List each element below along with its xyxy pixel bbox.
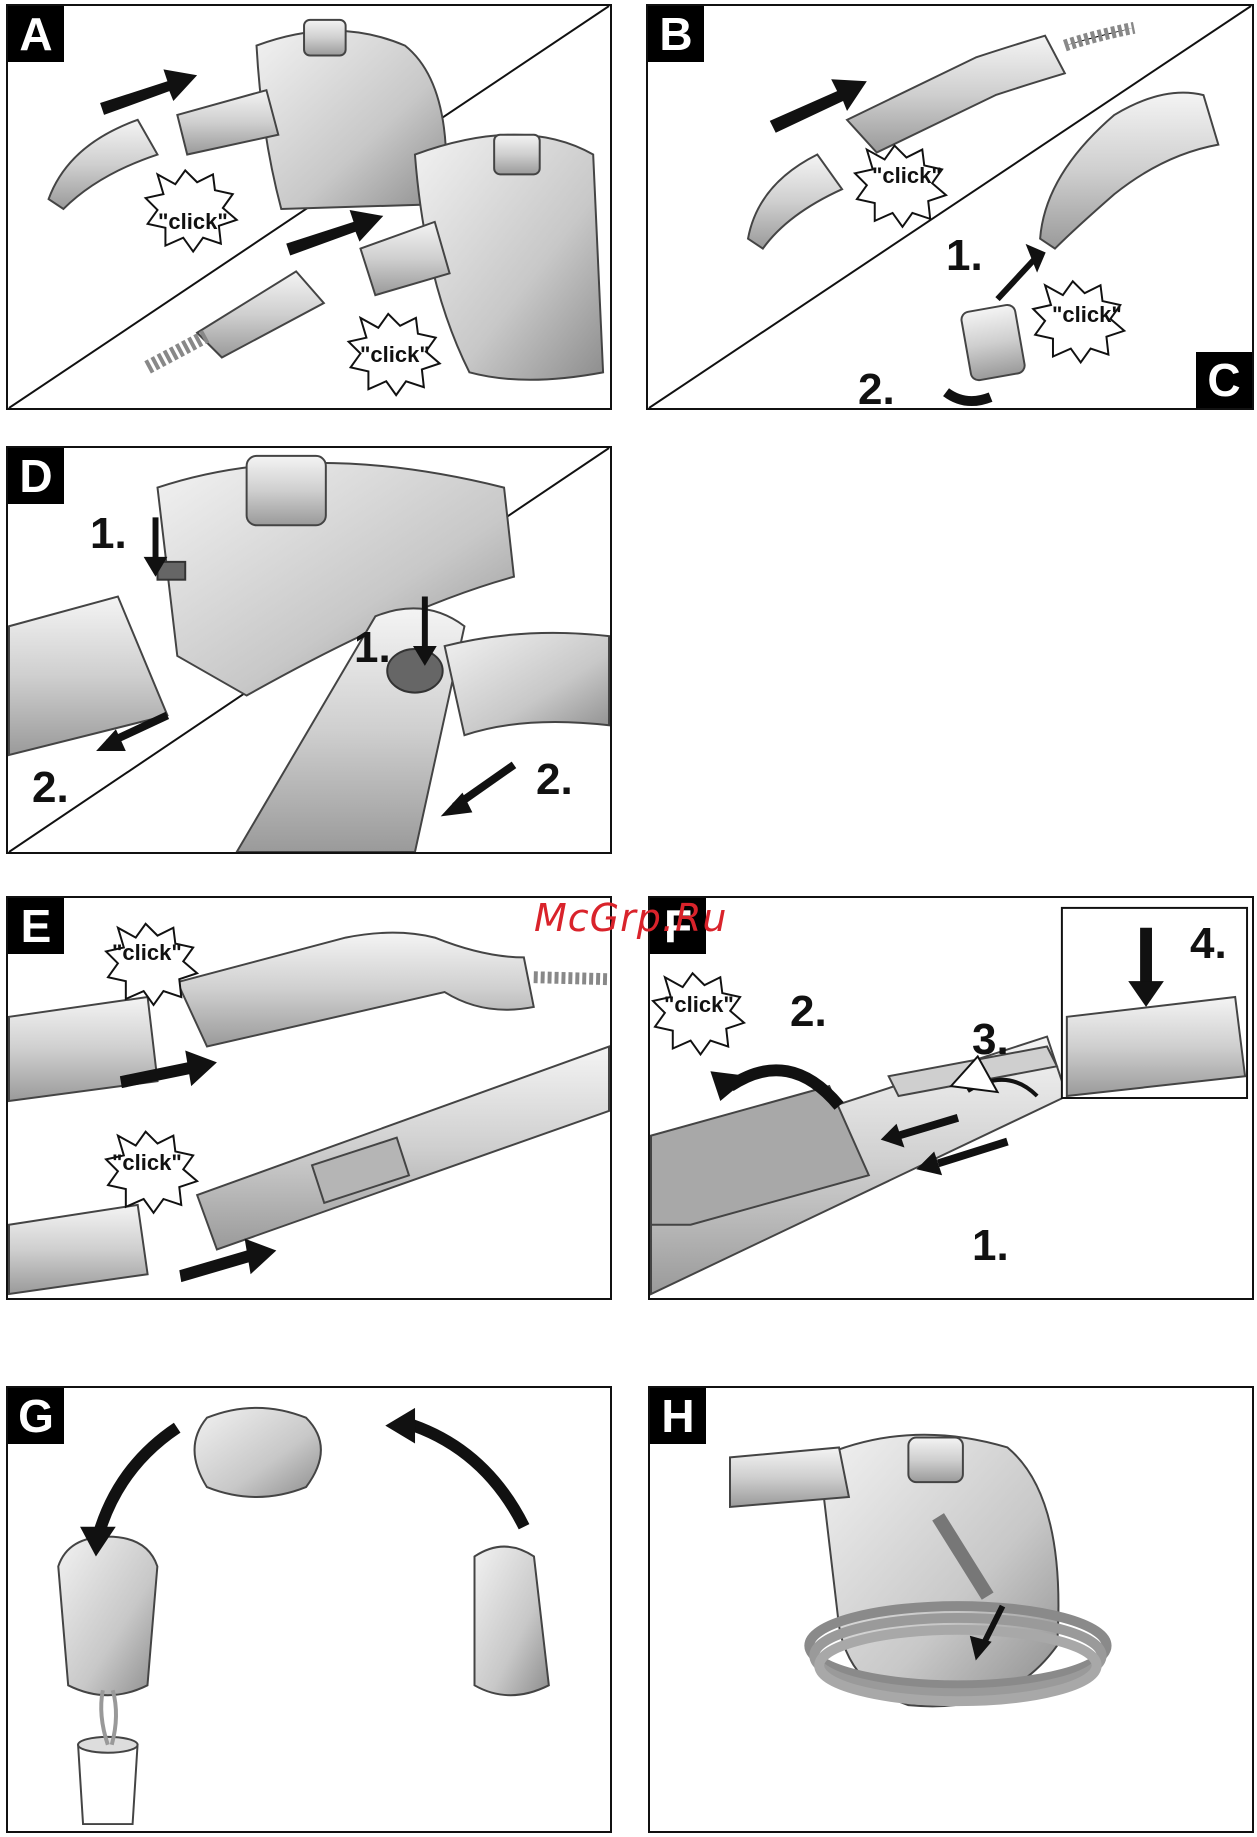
click-label: "click" (664, 992, 734, 1018)
step-number: 4. (1190, 922, 1227, 966)
step-number: 2. (32, 766, 69, 810)
panel-letter: C (1196, 352, 1252, 408)
panel-h: H (648, 1386, 1254, 1833)
panel-e: E "click" "click" (6, 896, 612, 1300)
step-number: 2. (790, 990, 827, 1034)
step-number: 3. (972, 1018, 1009, 1062)
panel-h-illustration (650, 1388, 1252, 1831)
panel-letter: B (648, 6, 704, 62)
step-number: 2. (858, 368, 895, 410)
step-number: 1. (354, 626, 391, 670)
click-label: "click" (872, 163, 942, 189)
panel-f: F "click" 2. 3. 1. 4. (648, 896, 1254, 1300)
step-number: 2. (536, 758, 573, 802)
click-label: "click" (360, 342, 430, 368)
panel-letter: H (650, 1388, 706, 1444)
step-number: 1. (972, 1224, 1009, 1268)
panel-d: D 1. 2. 1. 2. (6, 446, 612, 854)
panel-letter: A (8, 6, 64, 62)
click-label: "click" (1052, 302, 1122, 328)
click-label: "click" (158, 209, 228, 235)
panel-e-illustration (8, 898, 610, 1298)
watermark: McGrp.Ru (534, 896, 727, 940)
panel-b-c: B C "click" "click" 1. 2. (646, 4, 1254, 410)
panel-a: A "click" "click" (6, 4, 612, 410)
panel-f-illustration (650, 898, 1252, 1298)
panel-letter: D (8, 448, 64, 504)
step-number: 1. (946, 234, 983, 278)
step-number: 1. (90, 512, 127, 556)
panel-letter: G (8, 1388, 64, 1444)
click-label: "click" (112, 940, 182, 966)
click-label: "click" (112, 1150, 182, 1176)
panel-letter: E (8, 898, 64, 954)
panel-a-illustration (8, 6, 610, 408)
panel-g-illustration (8, 1388, 610, 1831)
panel-g: G (6, 1386, 612, 1833)
panel-b-c-illustration (648, 6, 1252, 408)
